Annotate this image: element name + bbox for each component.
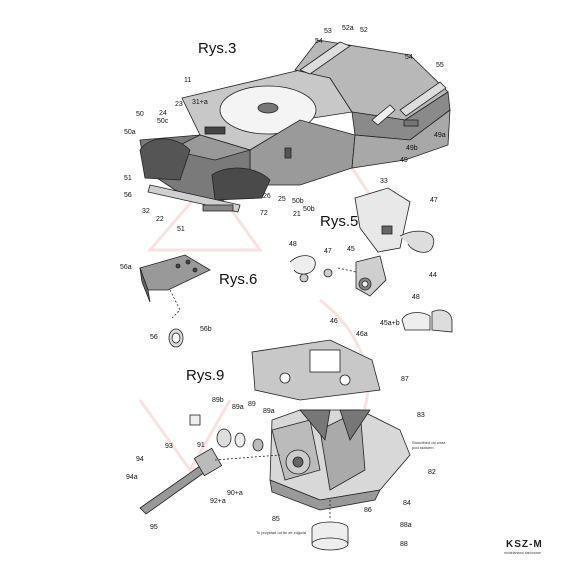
part-label: 21 bbox=[293, 211, 301, 218]
figure-title-rys6: Rys.6 bbox=[219, 271, 258, 288]
part-label: 56a bbox=[120, 264, 132, 271]
part-label: 54 bbox=[405, 54, 413, 61]
part-label: 46a bbox=[356, 331, 368, 338]
part-label: 95 bbox=[150, 524, 158, 531]
gun-barrel bbox=[139, 465, 206, 515]
part-label: 48 bbox=[289, 241, 297, 248]
turret-assembly bbox=[139, 339, 411, 551]
part-label: 50 bbox=[136, 111, 144, 118]
part-label: 46 bbox=[330, 318, 338, 325]
part-label: 87 bbox=[401, 376, 409, 383]
part-label: 52a bbox=[342, 25, 354, 32]
part-label: 91 bbox=[197, 442, 205, 449]
part-56-assembly bbox=[139, 254, 211, 348]
part-label: 53 bbox=[324, 28, 332, 35]
part-label: 50b bbox=[292, 198, 304, 205]
part-label: 56 bbox=[150, 334, 158, 341]
part-label: 24 bbox=[159, 110, 167, 117]
part-label: 51 bbox=[124, 175, 132, 182]
part-label: 82 bbox=[428, 469, 436, 476]
part-label: 49 bbox=[400, 157, 408, 164]
part-label: 25 bbox=[278, 196, 286, 203]
part-label: 90+a bbox=[227, 490, 243, 497]
part-label: 22 bbox=[156, 216, 164, 223]
part-label: 48 bbox=[412, 294, 420, 301]
part-label: 88a bbox=[400, 522, 412, 529]
publisher-logo: KSZ-M bbox=[506, 539, 543, 550]
part-label: 49a bbox=[434, 132, 446, 139]
part-label: 56b bbox=[200, 326, 212, 333]
part-label: 88 bbox=[400, 541, 408, 548]
part-label: 86 bbox=[364, 507, 372, 514]
part-label: 92+a bbox=[210, 498, 226, 505]
part-label: 50c bbox=[157, 118, 169, 125]
towing-hook-assembly bbox=[289, 187, 453, 333]
part-label: 83 bbox=[417, 412, 425, 419]
part-label: 54 bbox=[315, 38, 323, 45]
part-label: 84 bbox=[403, 500, 411, 507]
vehicle-body-assembly bbox=[139, 39, 451, 213]
note-text: Smoothed do wraz bbox=[412, 440, 446, 445]
part-label: 55 bbox=[436, 62, 444, 69]
part-label: 44 bbox=[429, 272, 437, 279]
part-label: 47 bbox=[430, 197, 438, 204]
part-label: 72 bbox=[260, 210, 268, 217]
part-label: 26 bbox=[263, 193, 271, 200]
part-label: 33 bbox=[380, 178, 388, 185]
part-label: 89a bbox=[232, 404, 244, 411]
part-label: 93 bbox=[165, 443, 173, 450]
part-label: 11 bbox=[184, 77, 192, 84]
part-label: 32 bbox=[142, 208, 150, 215]
part-label: 50a bbox=[124, 129, 136, 136]
part-label: 94 bbox=[136, 456, 144, 463]
figure-title-rys9: Rys.9 bbox=[186, 367, 225, 384]
part-label: 45a+b bbox=[380, 320, 400, 327]
part-label: 47 bbox=[324, 248, 332, 255]
part-label: 89 bbox=[248, 401, 256, 408]
part-label: 52 bbox=[360, 27, 368, 34]
part-label: 85 bbox=[272, 516, 280, 523]
note-text: pod skosem bbox=[412, 445, 434, 450]
part-label: 56 bbox=[124, 192, 132, 199]
note-text: To przykład od tło ze zdjęcia bbox=[256, 530, 307, 535]
figure-title-rys3: Rys.3 bbox=[198, 40, 237, 57]
part-label: 49b bbox=[406, 145, 418, 152]
part-label: 94a bbox=[126, 474, 138, 481]
part-label: 89a bbox=[263, 408, 275, 415]
part-label: 51 bbox=[177, 226, 185, 233]
part-label: 23 bbox=[175, 101, 183, 108]
part-label: 89b bbox=[212, 397, 224, 404]
part-label: 50b bbox=[303, 206, 315, 213]
figure-title-rys5: Rys.5 bbox=[320, 213, 359, 230]
publisher-logo-subtext: modelarstwo kartonowe bbox=[504, 551, 541, 555]
part-label: 45 bbox=[347, 246, 355, 253]
part-label: 31+a bbox=[192, 99, 208, 106]
